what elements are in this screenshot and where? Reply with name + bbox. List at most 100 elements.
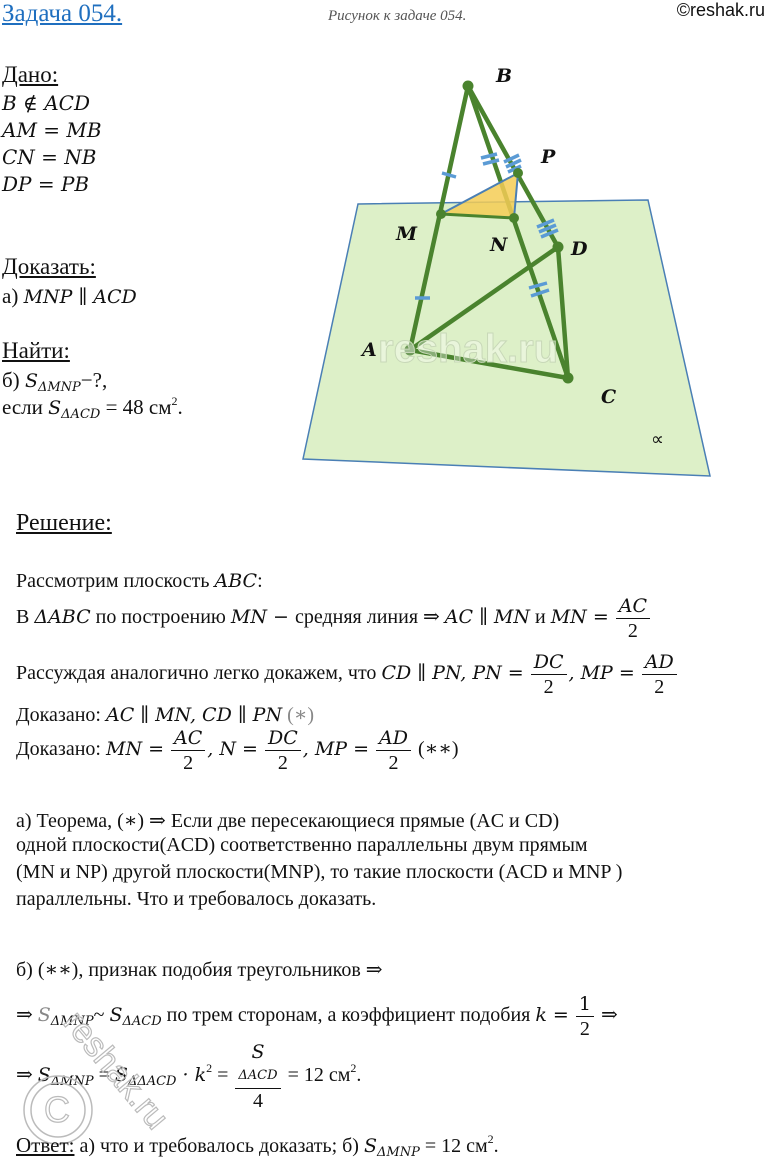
superscript: 2 [350, 1061, 357, 1076]
math: , MP = [302, 738, 370, 761]
superscript: 2 [206, 1061, 213, 1076]
numerator: AC [615, 594, 651, 619]
text: ~ [93, 1004, 110, 1027]
text: и [530, 606, 551, 629]
text: Доказано: [16, 738, 106, 761]
point-B [462, 80, 474, 92]
text: Рассмотрим плоскость [16, 570, 215, 592]
prove-item-a-prefix: а) [2, 284, 19, 308]
area-symbol: S [114, 1064, 128, 1087]
part-a-line-2: одной плоскости(ACD) соответственно пара… [16, 834, 588, 856]
math: , MP = [568, 662, 635, 685]
answer-heading: Ответ: [16, 1133, 75, 1157]
math: k = [535, 1004, 569, 1027]
label-N: N [489, 234, 508, 256]
denominator: 2 [579, 1018, 590, 1040]
denominator: 4 [252, 1090, 263, 1112]
edge-AC [407, 347, 571, 381]
mark: (∗) [282, 704, 314, 726]
find-question: −?, [80, 368, 108, 392]
area-subscript: ΔMNP [377, 1145, 420, 1160]
watermark-text: reshak.ru [56, 1010, 170, 1137]
condition-value: = 48 см [105, 395, 172, 419]
plane-label-alpha: ∝ [651, 429, 664, 450]
numerator: AD [641, 650, 677, 675]
text: по построению [90, 606, 231, 629]
period: . [356, 1064, 362, 1087]
math: MN − [230, 606, 295, 629]
vertex-points [404, 80, 574, 384]
geometry-diagram: B M N P D A C ∝ reshak.ru [302, 65, 711, 477]
find-condition: если SΔACD = 48 см2. [2, 394, 183, 422]
reshak-watermark: C reshak.ru [23, 1010, 170, 1145]
superscript: 2 [487, 1132, 494, 1146]
part-a-line-4: параллельны. Что и требовалось доказать. [16, 888, 377, 910]
text: = [93, 1064, 115, 1087]
area-symbol: S [24, 370, 38, 392]
period: . [177, 395, 183, 419]
area-subscript: ΔΔACD [127, 1074, 177, 1090]
math: AC ∥ MN [444, 606, 530, 629]
answer-text: а) что и требовалось доказать; б) [74, 1135, 364, 1157]
numerator: 1 [575, 992, 594, 1017]
mark: (∗∗) [413, 738, 459, 761]
label-M: M [395, 223, 418, 245]
copyright-label: ©reshak.ru [676, 0, 765, 20]
text: Рассуждая аналогично легко докажем, что [16, 662, 382, 685]
solution-line-3: Рассуждая аналогично легко докажем, что … [16, 650, 679, 699]
part-b-line-2: ⇒ SΔMNP~ SΔACD по трем сторонам, а коэфф… [16, 992, 618, 1041]
task-title-link[interactable]: Задача 054. [2, 0, 123, 27]
figure-caption: Рисунок к задаче 054. [328, 8, 467, 24]
edge-BC [465, 83, 571, 381]
prove-item-a: а) MNP ∥ ACD [2, 284, 137, 309]
answer-line: Ответ: а) что и требовалось доказать; б)… [16, 1132, 499, 1160]
plane-alpha [302, 199, 711, 477]
part-a-line-3: (MN и NP) другой плоскости(MNP), то таки… [16, 861, 623, 883]
numerator: AD [376, 726, 411, 751]
label-C: C [601, 386, 616, 408]
segment-MN [440, 212, 515, 220]
prove-item-a-math: MNP ∥ ACD [23, 286, 137, 308]
numerator: DC [264, 726, 301, 751]
watermark-text: reshak.ru [378, 327, 558, 371]
text: ⇒ [16, 1064, 38, 1087]
point-D [552, 241, 564, 253]
text: средняя линия ⇒ [294, 606, 445, 629]
numerator: AC [171, 726, 206, 751]
label-B: B [495, 65, 512, 87]
area-symbol: S [37, 1004, 51, 1027]
point-M [436, 209, 446, 219]
solution-line-4: Доказано: AC ∥ MN, CD ∥ PN (∗) [16, 702, 314, 727]
part-a-line-1: а) Теорема, (∗) ⇒ Если две пересекающиес… [16, 810, 560, 832]
label-A: A [360, 339, 377, 361]
area-subscript: ΔMNP [50, 1074, 94, 1090]
given-heading: Дано: [2, 62, 59, 87]
math: , N = [207, 738, 258, 761]
math: MN = [105, 738, 165, 761]
denominator: 2 [183, 752, 194, 774]
denominator: 2 [627, 620, 638, 642]
edge-DC [555, 244, 571, 381]
condition-prefix: если [2, 395, 43, 419]
find-heading: Найти: [2, 338, 70, 363]
area-subscript: ΔMNP [50, 1014, 94, 1030]
text: Доказано: [16, 704, 106, 726]
text: = [212, 1064, 229, 1087]
solution-line-1: Рассмотрим плоскость ABC: [16, 570, 263, 593]
find-item-b: б) SΔMNP−?, [2, 368, 107, 395]
area-subscript: ΔACD [61, 407, 101, 422]
denominator: 2 [277, 752, 288, 774]
area-symbol: S [363, 1135, 378, 1157]
point-C [562, 372, 574, 384]
text: = 12 см [282, 1064, 351, 1087]
area-symbol: S [251, 1041, 265, 1063]
